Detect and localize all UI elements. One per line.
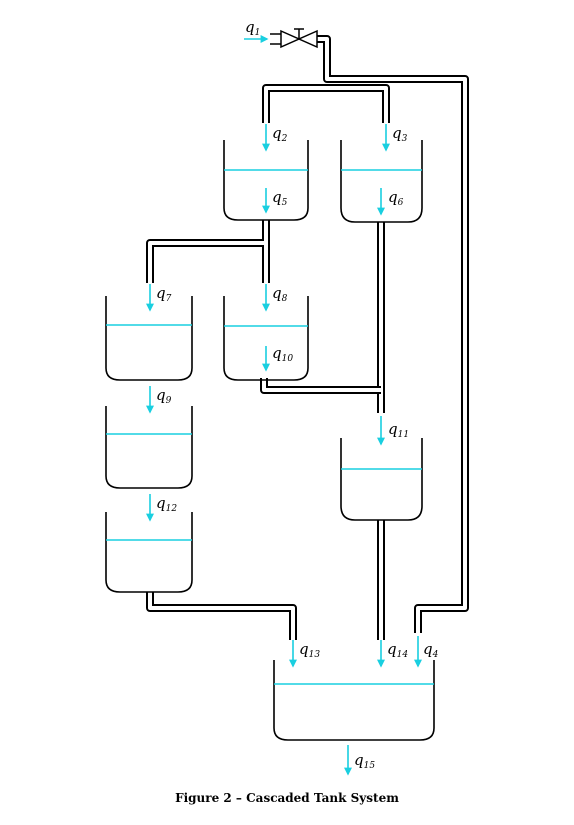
pipe-tank9-to-sump [146, 592, 297, 640]
tank-6 [340, 438, 423, 521]
flow-label-q14: q14 [387, 640, 408, 660]
flow-label-q4: q4 [423, 640, 439, 660]
pipe-tank2-split [146, 220, 270, 283]
pipe-network [146, 35, 469, 640]
tank-7 [105, 512, 193, 593]
flow-labels: q1 q2 q3 q5 q6 q7 q8 q10 q9 q11 q12 q13 … [156, 18, 439, 771]
tank-2 [340, 140, 423, 223]
tank-4 [223, 296, 309, 381]
flow-label-q2: q2 [272, 124, 288, 144]
flow-label-q6: q6 [388, 188, 404, 208]
flow-label-q5: q5 [272, 188, 288, 208]
flow-label-q13: q13 [299, 640, 320, 660]
tank-5 [105, 406, 193, 489]
flow-label-q1: q1 [245, 18, 260, 38]
flow-label-q12: q12 [156, 494, 177, 514]
sump-tank [273, 660, 435, 741]
pipe-main-supply [312, 35, 469, 633]
flow-label-q9: q9 [156, 386, 172, 406]
figure-caption: Figure 2 – Cascaded Tank System [175, 791, 399, 805]
valve-icon[interactable] [270, 28, 318, 49]
tank-1 [223, 140, 309, 221]
flow-label-q10: q10 [272, 344, 293, 364]
flow-label-q15: q15 [354, 751, 375, 771]
flow-label-q11: q11 [388, 420, 409, 440]
tank-3 [105, 296, 193, 381]
pipe-tank6-merge [260, 378, 381, 394]
flow-label-q7: q7 [156, 284, 172, 304]
flow-arrows [146, 35, 422, 776]
flow-label-q3: q3 [392, 124, 408, 144]
pipe-header [262, 84, 390, 123]
flow-label-q8: q8 [272, 284, 288, 304]
